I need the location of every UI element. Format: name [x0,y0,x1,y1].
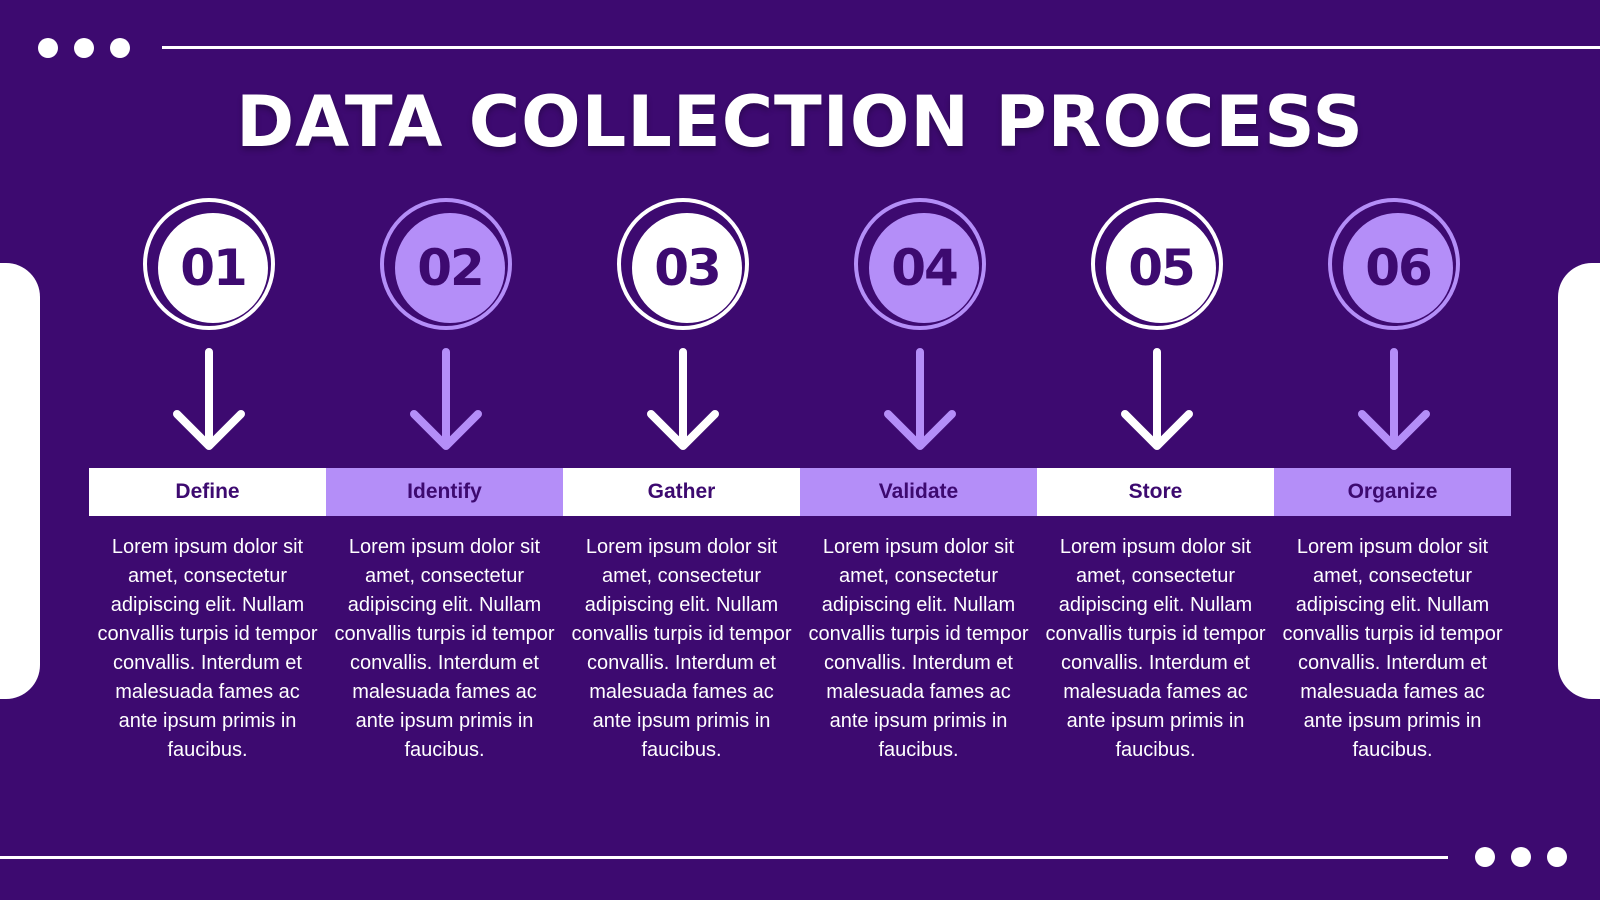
dot [1511,847,1531,867]
step-number: 05 [1106,213,1216,323]
top-rule [162,46,1600,49]
step-description: Lorem ipsum dolor sit amet, consectetur … [1045,536,1266,761]
step-number: 06 [1343,213,1453,323]
step-description: Lorem ipsum dolor sit amet, consectetur … [334,536,555,761]
step-number-badge: 02 [380,198,512,330]
step-label: Identify [326,468,563,516]
step-number-badge: 04 [854,198,986,330]
step-number: 04 [869,213,979,323]
top-dots-decoration [38,38,130,58]
bottom-rule [0,856,1448,859]
dot [110,38,130,58]
arrow-down-icon [647,348,719,450]
step-number: 02 [395,213,505,323]
step-label: Define [89,468,326,516]
arrow-down-icon [1121,348,1193,450]
step-number-badge: 03 [617,198,749,330]
step-label: Organize [1274,468,1511,516]
step-label: Gather [563,468,800,516]
left-side-tab [0,263,40,699]
arrow-down-icon [884,348,956,450]
arrow-down-icon [410,348,482,450]
step-description: Lorem ipsum dolor sit amet, consectetur … [808,536,1029,761]
step-number-badge: 01 [143,198,275,330]
page-title: DATA COLLECTION PROCESS [236,81,1364,163]
dot [38,38,58,58]
step-number: 01 [158,213,268,323]
dot [1547,847,1567,867]
dot [74,38,94,58]
step-number: 03 [632,213,742,323]
bottom-dots-decoration [1475,847,1567,867]
step-description: Lorem ipsum dolor sit amet, consectetur … [1282,536,1503,761]
step-label: Store [1037,468,1274,516]
dot [1475,847,1495,867]
step-number-badge: 05 [1091,198,1223,330]
right-side-tab [1558,263,1600,699]
arrow-down-icon [173,348,245,450]
step-label: Validate [800,468,1037,516]
step-number-badge: 06 [1328,198,1460,330]
step-description: Lorem ipsum dolor sit amet, consectetur … [571,536,792,761]
arrow-down-icon [1358,348,1430,450]
step-description: Lorem ipsum dolor sit amet, consectetur … [97,536,318,761]
